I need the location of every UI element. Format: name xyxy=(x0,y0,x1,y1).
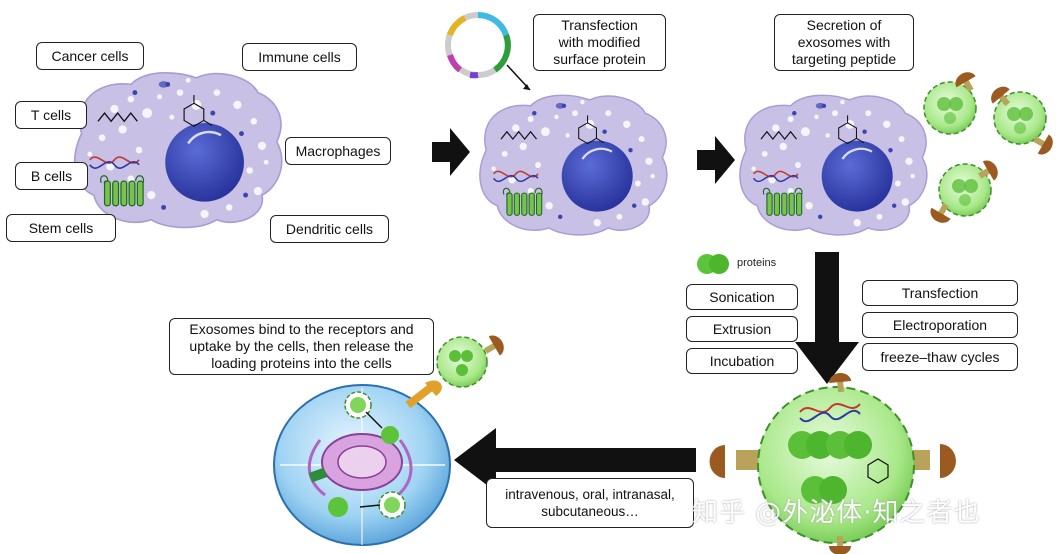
label-uptake-step: Exosomes bind to the receptors and uptak… xyxy=(169,318,434,375)
proteins-label: proteins xyxy=(737,257,777,269)
plasmid-icon xyxy=(445,12,531,91)
secreted-exosomes xyxy=(923,68,1057,227)
label-stem-cells: Stem cells xyxy=(6,214,116,242)
proteins-icon xyxy=(697,254,729,274)
label-macrophages: Macrophages xyxy=(285,137,391,165)
method-freeze-thaw: freeze–thaw cycles xyxy=(862,343,1018,371)
source-cell xyxy=(73,71,283,229)
arrow-down xyxy=(795,252,859,384)
method-transfection: Transfection xyxy=(862,280,1018,306)
method-electroporation: Electroporation xyxy=(862,312,1018,338)
label-secretion-step: Secretion of exosomes with targeting pep… xyxy=(774,14,914,71)
target-cell xyxy=(273,331,508,546)
arrow-left xyxy=(454,428,696,492)
loaded-exosome xyxy=(709,372,956,554)
watermark: 知乎 @外泌体·知之者也 xyxy=(692,498,981,528)
label-t-cells: T cells xyxy=(15,101,87,129)
label-dendritic-cells: Dendritic cells xyxy=(270,215,389,243)
label-b-cells: B cells xyxy=(15,162,88,190)
label-immune-cells: Immune cells xyxy=(242,43,357,71)
method-sonication: Sonication xyxy=(686,284,798,310)
transfected-cell xyxy=(478,94,668,237)
label-administration-routes: intravenous, oral, intranasal, subcutane… xyxy=(486,478,694,528)
method-incubation: Incubation xyxy=(686,348,798,374)
method-extrusion: Extrusion xyxy=(686,316,798,342)
arrow-step-2 xyxy=(697,136,735,184)
secreting-cell xyxy=(738,94,928,237)
label-transfection-step: Transfection with modified surface prote… xyxy=(533,14,666,71)
arrow-step-1 xyxy=(432,128,470,176)
label-cancer-cells: Cancer cells xyxy=(36,42,144,70)
